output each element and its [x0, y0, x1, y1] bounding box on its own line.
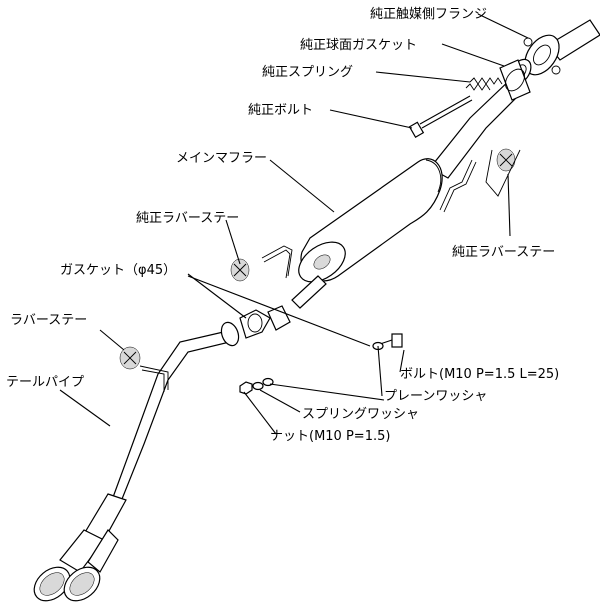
- label-sphere-gasket: 純正球面ガスケット: [300, 38, 417, 53]
- label-gasket: ガスケット（φ45）: [60, 263, 176, 278]
- label-rubber-stay: ラバーステー: [10, 313, 87, 328]
- tail-pipe: [59, 321, 240, 573]
- label-spring-washer: スプリングワッシャ: [302, 407, 419, 422]
- main-muffler: [291, 158, 443, 309]
- hardware-bolt: [372, 333, 403, 351]
- stock-rubber-stay-right: [485, 148, 521, 197]
- label-spring: 純正スプリング: [262, 65, 353, 80]
- gasket-phi45: [239, 305, 291, 339]
- label-main-muffler: メインマフラー: [176, 151, 267, 166]
- pipe-flange: [499, 59, 531, 101]
- label-stock-rubber-stay-left: 純正ラバーステー: [136, 211, 239, 226]
- leader-lines: [59, 13, 529, 435]
- muffler-hanger-rods: [261, 159, 477, 279]
- label-flange: 純正触媒側フランジ: [370, 7, 487, 22]
- rubber-stay-tail: [119, 346, 169, 392]
- label-bolt: ボルト(M10 P=1.5 L=25): [400, 367, 559, 382]
- label-plain-washer: プレーンワッシャ: [384, 389, 487, 404]
- stock-bolt: [408, 95, 473, 139]
- label-stock-bolt: 純正ボルト: [248, 103, 313, 118]
- label-nut: ナット(M10 P=1.5): [270, 429, 390, 444]
- label-stock-rubber-stay-right: 純正ラバーステー: [452, 245, 555, 260]
- hardware-nut-washers: [239, 377, 274, 395]
- stock-spring: [465, 77, 503, 91]
- stock-rubber-stay-left: [230, 258, 250, 282]
- label-tail-pipe: テールパイプ: [6, 375, 84, 390]
- tail-tips: [33, 566, 101, 602]
